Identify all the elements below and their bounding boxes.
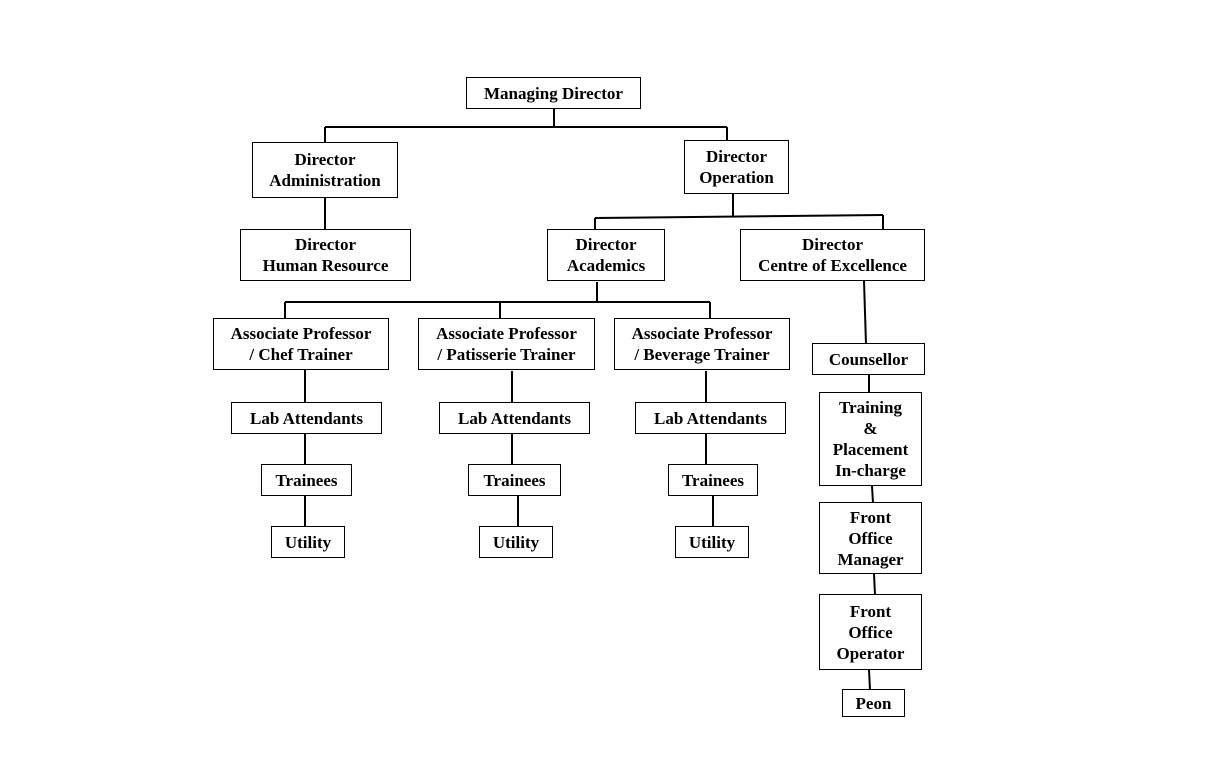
node-label: & [863,419,878,438]
node-label: Associate Professor [230,324,372,343]
node-counsellor: Counsellor [812,343,925,375]
connector-line [871,485,874,504]
node-label: Office [848,528,893,548]
node-label: Peon [855,693,892,713]
node-utility: Utility [479,526,553,558]
node-front-office-manager: Front Office Manager [819,502,922,574]
connector-line [868,669,871,691]
node-director-centre-of-excellence: Director Centre of Excellence [740,229,925,281]
node-label: Lab Attendants [250,408,363,428]
node-label: Trainees [681,470,744,490]
node-beverage-trainer: Associate Professor / Beverage Trainer [614,318,790,370]
node-label: Front [849,601,892,621]
node-peon: Peon [842,689,905,717]
node-label: Placement [832,440,909,459]
node-lab-attendants: Lab Attendants [231,402,382,434]
node-label: Training [839,398,902,417]
node-director-operation: Director Operation [684,140,789,194]
node-label: Centre of Excellence [758,256,907,275]
node-trainees: Trainees [468,464,561,496]
node-director-human-resource: Director Human Resource [240,229,411,281]
node-label: Manager [837,549,904,569]
node-label: Academics [566,256,646,275]
node-label: Operation [699,168,774,187]
node-label: Administration [269,171,381,190]
node-label: Counsellor [828,349,909,369]
node-lab-attendants: Lab Attendants [439,402,590,434]
node-label: / Chef Trainer [249,345,353,364]
node-label: Front [849,507,892,527]
node-trainees: Trainees [261,464,352,496]
node-director-academics: Director Academics [547,229,665,281]
node-managing-director: Managing Director [466,77,641,109]
node-label: Director [294,235,357,254]
node-patisserie-trainer: Associate Professor / Patisserie Trainer [418,318,595,370]
connector-line [863,280,867,345]
node-trainees: Trainees [668,464,758,496]
node-label: Director [294,150,356,169]
node-front-office-operator: Front Office Operator [819,594,922,670]
node-label: Associate Professor [631,324,773,343]
node-label: Lab Attendants [654,408,767,428]
node-training-placement-incharge: Training & Placement In-charge [819,392,922,486]
node-label: Managing Director [484,83,623,103]
connector-line [873,573,876,596]
node-label: Director [801,235,864,254]
node-label: Trainees [483,470,546,490]
node-lab-attendants: Lab Attendants [635,402,786,434]
node-label: Trainees [275,470,338,490]
connector-line [594,214,884,219]
node-label: Lab Attendants [458,408,571,428]
node-label: Operator [836,643,905,663]
node-label: Utility [284,532,332,552]
node-label: / Beverage Trainer [634,345,770,364]
node-label: In-charge [835,461,906,480]
node-chef-trainer: Associate Professor / Chef Trainer [213,318,389,370]
node-label: / Patisserie Trainer [437,345,576,364]
node-label: Office [848,622,893,642]
node-utility: Utility [675,526,749,558]
node-label: Utility [688,532,736,552]
node-director-administration: Director Administration [252,142,398,198]
node-label: Utility [492,532,540,552]
node-label: Associate Professor [436,324,577,343]
node-label: Director [575,235,637,254]
node-utility: Utility [271,526,345,558]
node-label: Human Resource [262,256,389,275]
node-label: Director [705,147,768,166]
